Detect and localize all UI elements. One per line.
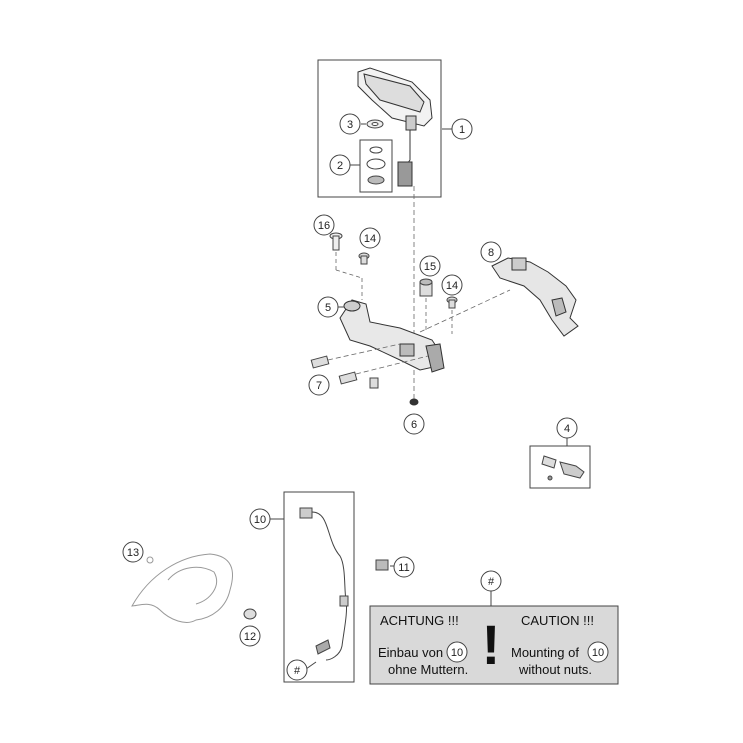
- callout-label-4: 4: [564, 423, 570, 435]
- warning-de-line2: ohne Muttern.: [388, 662, 468, 677]
- part-4-key-lock: [541, 455, 585, 481]
- warning-title-de: ACHTUNG !!!: [380, 613, 459, 628]
- callout-7: 7: [308, 374, 330, 396]
- callout-11: 11: [390, 556, 415, 578]
- part-5-mounting-bracket: [339, 299, 445, 373]
- warning-de-line1: Einbau von: [378, 645, 443, 660]
- warning-hash-label: #: [488, 576, 495, 588]
- callout-14-lower: 14: [441, 274, 463, 296]
- callout-4: 4: [556, 417, 578, 446]
- part-10-group-frame: [283, 491, 355, 683]
- callout-2: 2: [329, 154, 360, 176]
- callout-label-3: 3: [347, 119, 353, 131]
- callout-label-6: 6: [411, 419, 417, 431]
- part-4-group-frame: [529, 445, 591, 489]
- callout-1: 1: [442, 118, 473, 140]
- callout-label-13: 13: [127, 547, 139, 559]
- warning-background: [369, 605, 619, 685]
- warning-ref-en: 10: [592, 647, 604, 659]
- callout-label-14a: 14: [364, 233, 376, 245]
- assembly-line-7a: [327, 343, 401, 361]
- part-6-screw: [409, 398, 419, 406]
- part-2-group-frame: [359, 139, 393, 193]
- callout-15: 15: [419, 255, 441, 277]
- callout-12: 12: [239, 625, 261, 647]
- dashboard-instrument: [357, 67, 433, 187]
- callout-label-15: 15: [424, 261, 436, 273]
- part-16-screw: [329, 232, 343, 251]
- callout-5: 5: [317, 296, 344, 318]
- part-10-cable-harness: [299, 507, 349, 661]
- part-15-sleeve: [419, 278, 433, 297]
- callout-13: 13: [122, 541, 144, 563]
- callout-label-7: 7: [316, 380, 322, 392]
- assembly-line-8: [419, 289, 511, 333]
- part-8-holder: [491, 257, 579, 337]
- part-2-seal-kit: [366, 146, 386, 185]
- callout-label-2: 2: [337, 160, 343, 172]
- callout-16: 16: [313, 214, 335, 236]
- part-12-nut: [243, 608, 257, 620]
- callout-6: 6: [403, 413, 425, 435]
- part-14-grommet-upper: [358, 252, 370, 265]
- part-11-clip: [375, 559, 389, 571]
- callout-label-1: 1: [459, 124, 465, 136]
- callout-label-14b: 14: [446, 280, 458, 292]
- warning-ref-de: 10: [451, 647, 463, 659]
- callout-10: 10: [249, 508, 284, 530]
- part-14-grommet-lower: [446, 296, 458, 309]
- callout-label-5: 5: [325, 302, 331, 314]
- callout-14-upper: 14: [359, 227, 381, 249]
- callout-3: 3: [339, 113, 366, 135]
- callout-8: 8: [480, 241, 502, 263]
- warning-en-line1: Mounting of: [511, 645, 579, 660]
- warning-en-line2: without nuts.: [518, 662, 592, 677]
- part-1-group-frame: [317, 59, 442, 198]
- callout-label-10: 10: [254, 514, 266, 526]
- callout-label-8: 8: [488, 247, 494, 259]
- part-7-screws: [310, 355, 379, 389]
- part-3-rubber-washer: [366, 119, 384, 129]
- assembly-line-16b: [335, 269, 363, 279]
- part-13-frame-outline: [131, 553, 233, 623]
- warning-title-en: CAUTION !!!: [521, 613, 594, 628]
- warning-exclamation: !: [482, 613, 501, 676]
- warning-box: # ACHTUNG !!! CAUTION !!! ! Einbau von 1…: [369, 570, 619, 685]
- callout-label-12: 12: [244, 631, 256, 643]
- callout-label-16: 16: [318, 220, 330, 232]
- callout-hash-part: #: [286, 659, 317, 681]
- callout-label-11: 11: [398, 562, 409, 574]
- assembly-line-7b: [355, 355, 429, 375]
- callout-label-hash-a: #: [294, 665, 301, 677]
